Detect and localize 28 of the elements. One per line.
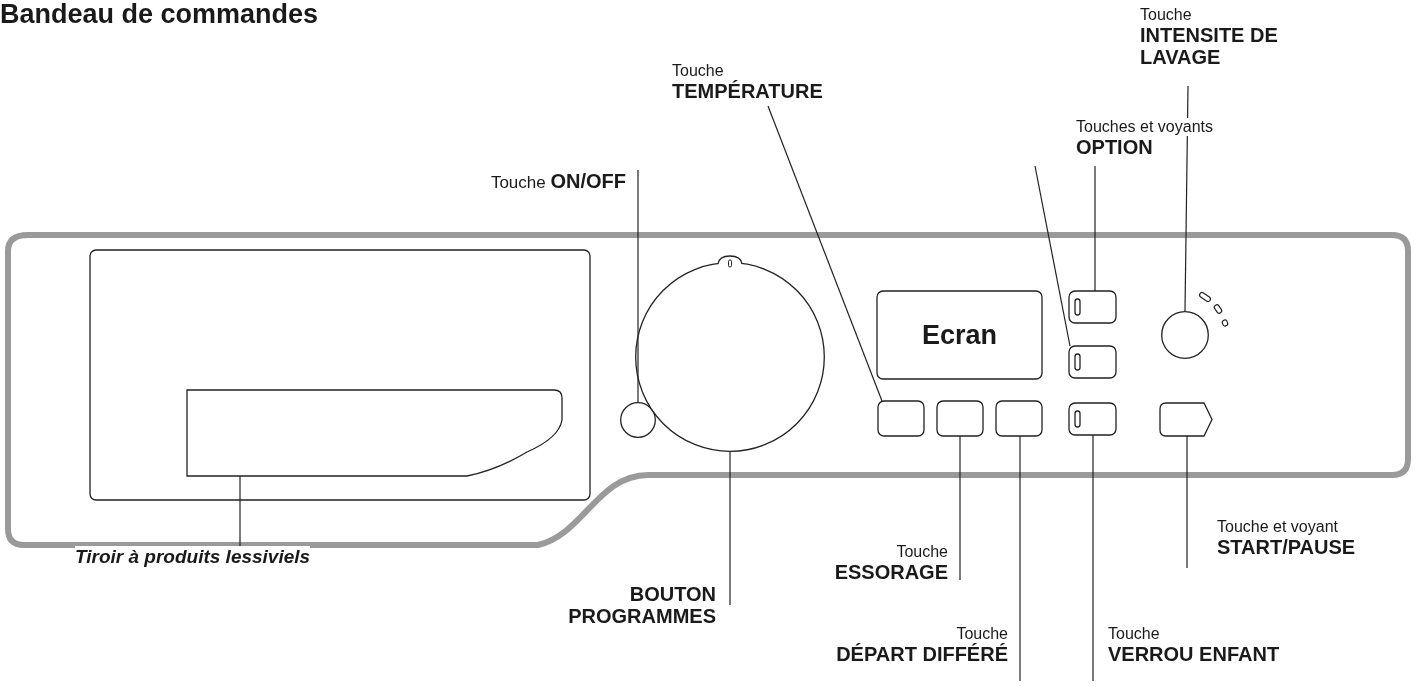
leader-line [1092, 434, 1094, 682]
drawer-handle [187, 390, 562, 476]
leader-line [1019, 435, 1021, 682]
leader-line [767, 105, 883, 402]
leader-line [239, 475, 241, 547]
diagram-title: Bandeau de commandes [0, 0, 319, 30]
leader-line [1094, 165, 1096, 292]
option-button [1069, 291, 1116, 323]
leader-line [1186, 435, 1188, 569]
screen-label: Ecran [921, 319, 997, 351]
start-pause-button [1160, 403, 1212, 436]
leader-line [959, 435, 961, 581]
power-button [620, 402, 656, 438]
child-lock-button [1069, 403, 1116, 435]
callout-label: Tiroir à produits lessiviels [75, 546, 311, 568]
option-button [1069, 346, 1116, 378]
spin-button [937, 401, 983, 436]
temperature-button [878, 401, 924, 436]
leader-line [729, 451, 731, 606]
detergent-drawer [90, 250, 590, 500]
callout-caption: Touches et voyants [1076, 118, 1213, 136]
intensity-knob [1161, 311, 1209, 359]
leader-line [637, 169, 639, 403]
delay-button [996, 401, 1042, 436]
program-dial [635, 256, 825, 452]
leader-line [1034, 165, 1071, 347]
callout-caption: Touche et voyant [1217, 518, 1338, 536]
leader-line [1184, 85, 1189, 312]
